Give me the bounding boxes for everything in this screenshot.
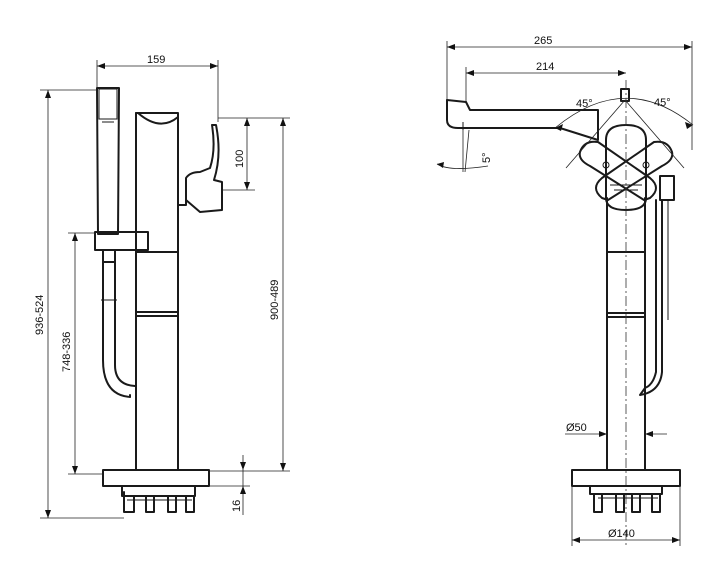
spout [446,99,599,141]
dim-214-label: 214 [536,61,554,73]
front-hose [639,175,675,396]
dim-d140-label: Ø140 [608,528,635,540]
spout-tilt-label: 5° [481,152,493,163]
lever-angle-arc [554,97,694,129]
dim-100-label: 100 [234,150,246,168]
hand-shower-holder [94,231,149,251]
cartridge-cap [620,88,630,102]
dim-900-489-label: 900-489 [269,280,281,320]
dim-265-label: 265 [534,35,552,47]
angle-left-label: 45° [576,98,593,110]
dim-748-336-label: 748-336 [61,332,73,372]
column-body [135,112,179,471]
front-base [571,469,681,513]
dim-d50-label: Ø50 [566,422,587,434]
dim-159-label: 159 [147,54,165,66]
side-view: 159 936-524 748-336 100 900-489 16 [34,54,290,519]
dim-936-524-label: 936-524 [34,295,46,335]
angle-right-label: 45° [654,97,671,109]
front-view: 45° 45° 5° [436,35,694,548]
dim-16-label: 16 [231,500,243,512]
mixer-lever [177,124,223,213]
hand-shower [96,87,120,235]
floor-base [102,469,210,513]
shower-hose [102,261,131,398]
